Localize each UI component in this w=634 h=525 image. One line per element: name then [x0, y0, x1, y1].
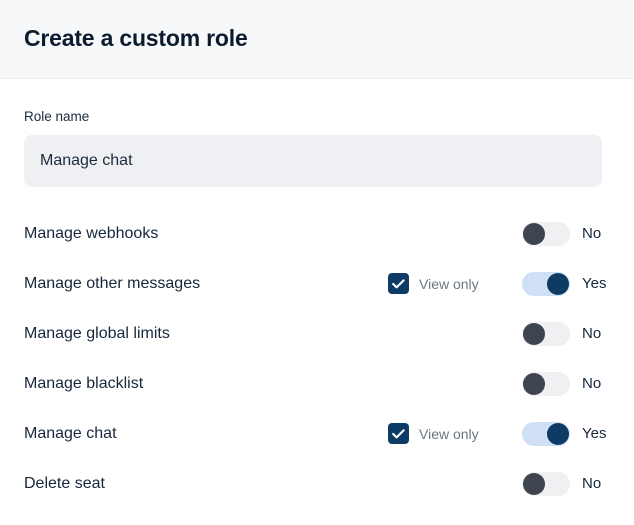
permission-label: Manage blacklist	[24, 374, 144, 392]
toggle-knob	[523, 222, 545, 245]
view-only-checkbox[interactable]	[388, 423, 409, 445]
role-name-label: Role name	[24, 109, 90, 124]
role-name-field-block: Role name	[24, 79, 610, 187]
permission-label: Manage global limits	[24, 324, 170, 342]
permission-row: Delete seat No	[24, 459, 610, 509]
permission-label: Manage chat	[24, 424, 117, 442]
toggle-state-label: No	[582, 325, 602, 343]
page-title: Create a custom role	[24, 25, 248, 52]
toggle-knob	[523, 472, 545, 495]
permission-toggle[interactable]	[522, 471, 570, 496]
permission-label: Delete seat	[24, 474, 105, 492]
toggle-state-label: Yes	[582, 275, 607, 293]
permission-row: Manage chat View only Yes	[24, 409, 610, 459]
toggle-knob	[547, 272, 569, 295]
permission-toggle[interactable]	[522, 271, 570, 296]
permission-toggle[interactable]	[522, 221, 570, 246]
toggle-knob	[523, 322, 545, 345]
permission-row: Manage global limits No	[24, 309, 610, 359]
permission-label: Manage webhooks	[24, 224, 159, 242]
permission-row: Manage other messages View only Yes	[24, 259, 610, 309]
permission-row: Manage blacklist No	[24, 359, 610, 409]
view-only-checkbox[interactable]	[388, 273, 409, 295]
permission-toggle[interactable]	[522, 321, 570, 346]
page-header: Create a custom role	[0, 0, 634, 79]
permissions-list: Manage webhooks No Manage other messages	[24, 209, 610, 509]
permission-toggle-group: Yes	[522, 421, 610, 446]
permission-toggle-group: No	[522, 321, 610, 346]
toggle-state-label: No	[582, 475, 602, 493]
view-only-label: View only	[419, 425, 479, 442]
permission-toggle[interactable]	[522, 421, 570, 446]
view-only-label: View only	[419, 275, 479, 292]
view-only-group[interactable]: View only	[388, 273, 522, 295]
toggle-knob	[547, 422, 569, 445]
page-body: Role name Manage webhooks No Manage othe…	[0, 79, 634, 509]
permission-toggle[interactable]	[522, 371, 570, 396]
role-name-input[interactable]	[24, 134, 602, 187]
toggle-state-label: No	[582, 225, 602, 243]
toggle-knob	[523, 372, 545, 395]
permission-toggle-group: Yes	[522, 271, 610, 296]
toggle-state-label: No	[582, 375, 602, 393]
permission-toggle-group: No	[522, 471, 610, 496]
permission-label: Manage other messages	[24, 274, 201, 292]
toggle-state-label: Yes	[582, 425, 607, 443]
permission-row: Manage webhooks No	[24, 209, 610, 259]
view-only-group[interactable]: View only	[388, 423, 522, 445]
permission-toggle-group: No	[522, 371, 610, 396]
permission-toggle-group: No	[522, 221, 610, 246]
